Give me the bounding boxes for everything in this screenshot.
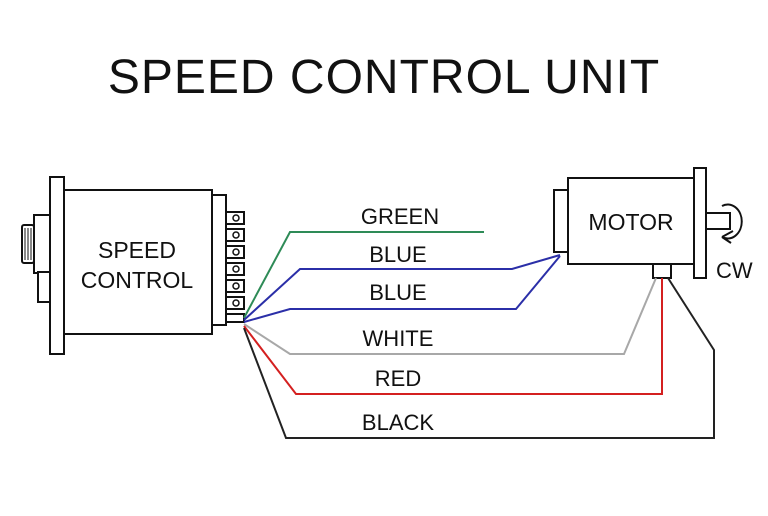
wire-label-white: WHITE (363, 326, 434, 351)
mounting-plate (49, 176, 65, 355)
motor-shaft (705, 212, 731, 230)
wire-green (243, 231, 484, 319)
wire-white (243, 277, 657, 355)
motor-label: MOTOR (588, 209, 673, 235)
motor-flange (693, 167, 707, 279)
wire-black (243, 277, 715, 439)
motor-connector (652, 263, 672, 279)
wire-label-red: RED (375, 366, 421, 391)
motor-rear-cap (553, 189, 569, 253)
speed-control-label-line1: SPEED (98, 237, 176, 263)
wire-blue-2 (243, 255, 561, 323)
wire-label-blue-1: BLUE (369, 242, 426, 267)
wires (243, 231, 715, 439)
motor-unit (553, 167, 731, 279)
rotation-direction-label: CW (716, 258, 753, 283)
cw-rotation-arrow-icon (721, 203, 743, 244)
control-body (63, 189, 213, 335)
wire-red (243, 278, 663, 395)
wire-label-green: GREEN (361, 204, 439, 229)
wire-blue-1 (243, 254, 561, 321)
wire-label-black: BLACK (362, 410, 434, 435)
speed-control-label-line2: CONTROL (81, 267, 194, 293)
terminal-block (211, 194, 227, 326)
control-knob (21, 214, 51, 303)
speed-control-unit (21, 176, 245, 355)
diagram-title: SPEED CONTROL UNIT (108, 51, 660, 104)
wire-label-blue-2: BLUE (369, 280, 426, 305)
